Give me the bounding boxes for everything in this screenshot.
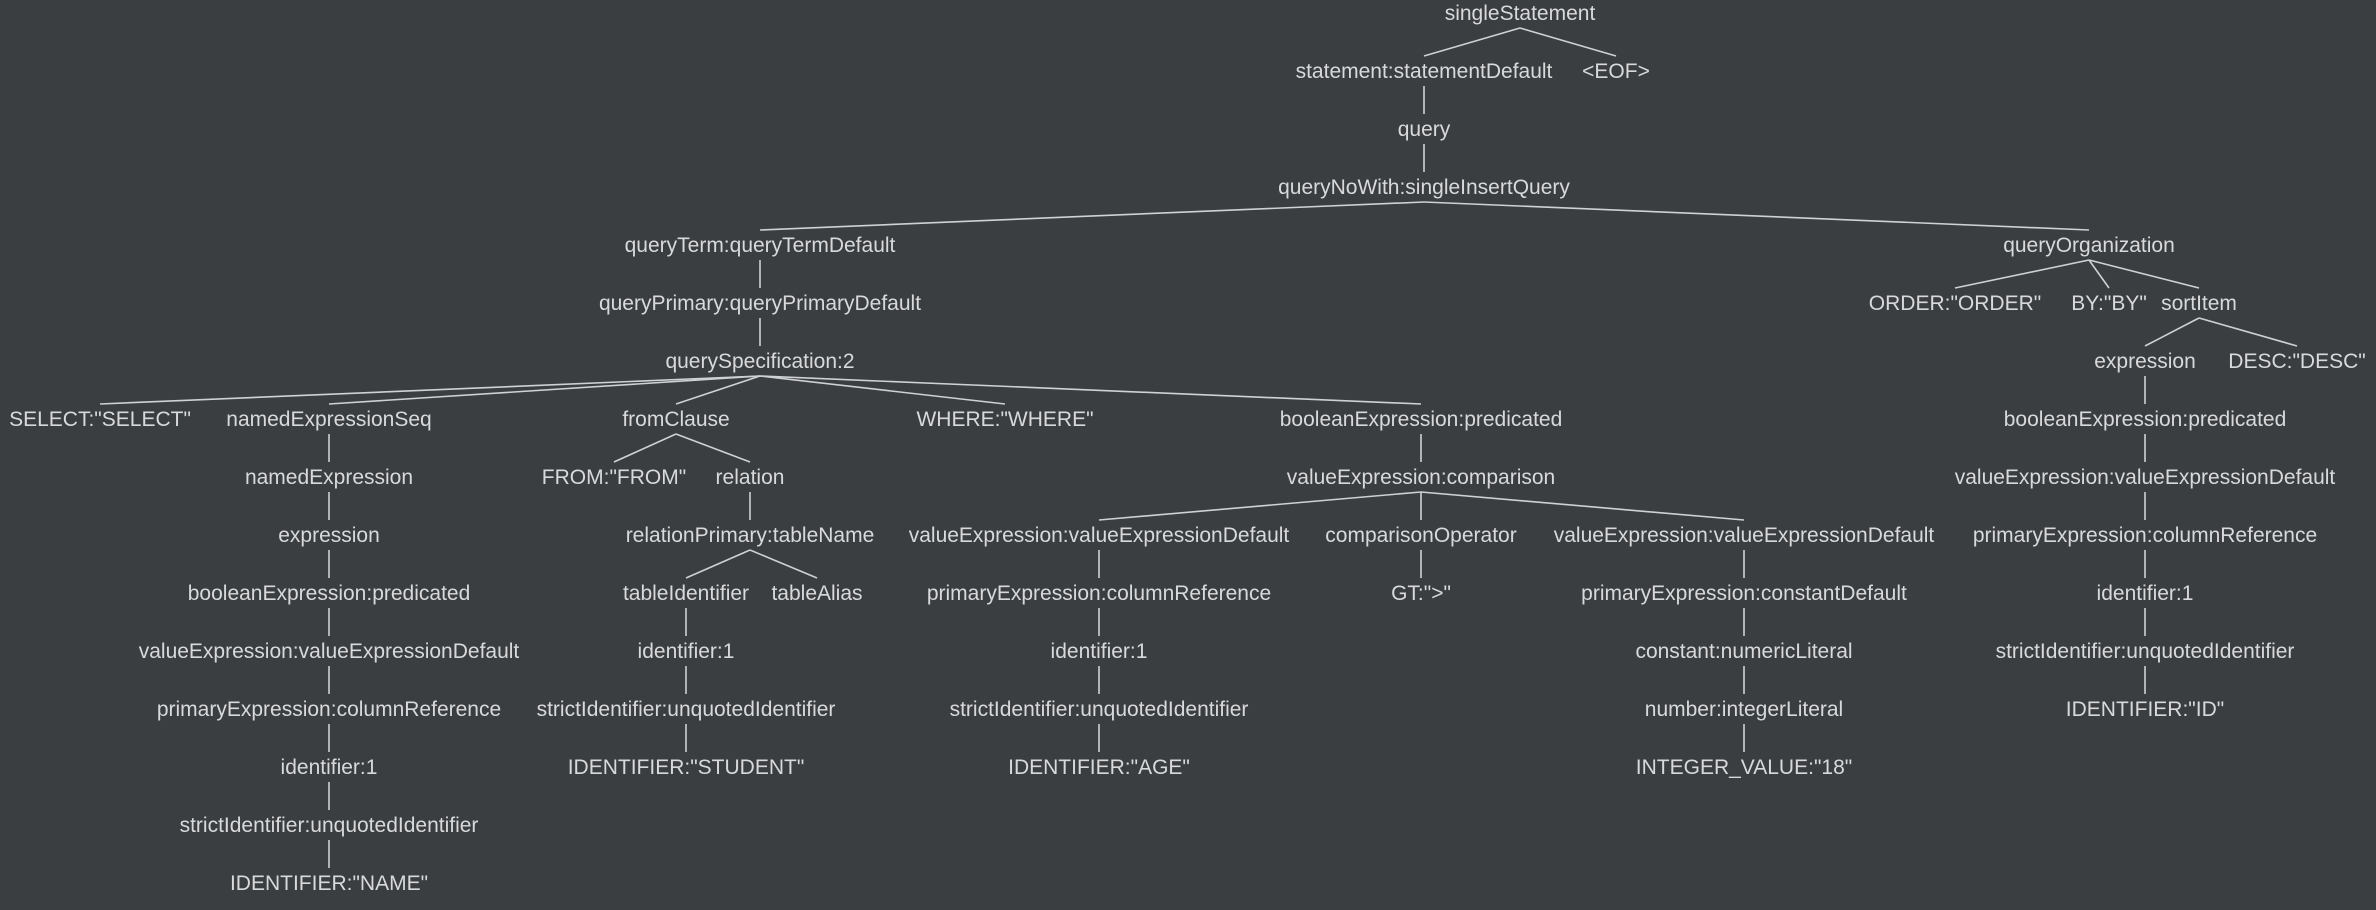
tree-node-namedexpression: namedExpression xyxy=(245,466,413,489)
tree-node-number-integerliteral: number:integerLiteral xyxy=(1645,698,1843,721)
tree-edge xyxy=(759,375,1422,405)
tree-node-strictidentifier-unquotedidentifier: strictIdentifier:unquotedIdentifier xyxy=(180,814,479,837)
tree-node-querynowith-singleinsertquery: queryNoWith:singleInsertQuery xyxy=(1278,176,1570,199)
tree-node-where-where: WHERE:"WHERE" xyxy=(916,408,1093,431)
tree-node-constant-numericliteral: constant:numericLiteral xyxy=(1635,640,1852,663)
tree-edges xyxy=(99,27,2298,868)
tree-node-primaryexpression-columnreference: primaryExpression:columnReference xyxy=(157,698,501,721)
tree-node-expression: expression xyxy=(2094,350,2196,373)
tree-node-relation: relation xyxy=(716,466,785,489)
tree-node-booleanexpression-predicated: booleanExpression:predicated xyxy=(188,582,471,605)
tree-node-identifier-1: identifier:1 xyxy=(638,640,735,663)
tree-nodes: singleStatement statement:statementDefaul… xyxy=(9,2,2366,895)
tree-node-queryorganization: queryOrganization xyxy=(2003,234,2175,257)
tree-edge xyxy=(2088,259,2200,289)
tree-node-valueexpression-valueexpressiondefault: valueExpression:valueExpressionDefault xyxy=(1554,524,1935,547)
tree-edge xyxy=(1423,27,1521,57)
tree-node-primaryexpression-constantdefault: primaryExpression:constantDefault xyxy=(1581,582,1907,605)
tree-node-order-order: ORDER:"ORDER" xyxy=(1869,292,2041,315)
tree-edge xyxy=(1098,491,1422,521)
tree-node-singlestatement: singleStatement xyxy=(1445,2,1596,25)
tree-edge xyxy=(685,549,751,579)
tree-node-statement-statementdefault: statement:statementDefault xyxy=(1296,60,1553,83)
tree-node-valueexpression-comparison: valueExpression:comparison xyxy=(1287,466,1555,489)
tree-node-eof: <EOF> xyxy=(1582,60,1650,83)
tree-node-valueexpression-valueexpressiondefault: valueExpression:valueExpressionDefault xyxy=(909,524,1290,547)
tree-edge xyxy=(613,433,677,463)
tree-node-booleanexpression-predicated: booleanExpression:predicated xyxy=(2004,408,2287,431)
tree-node-identifier-id: IDENTIFIER:"ID" xyxy=(2066,698,2224,721)
tree-node-identifier-1: identifier:1 xyxy=(2097,582,2194,605)
tree-node-strictidentifier-unquotedidentifier: strictIdentifier:unquotedIdentifier xyxy=(1996,640,2295,663)
tree-edge xyxy=(1519,27,1617,57)
tree-node-queryterm-querytermdefault: queryTerm:queryTermDefault xyxy=(625,234,896,257)
tree-node-fromclause: fromClause xyxy=(622,408,729,431)
tree-node-identifier-student: IDENTIFIER:"STUDENT" xyxy=(568,756,805,779)
tree-node-tablealias: tableAlias xyxy=(771,582,862,605)
tree-node-strictidentifier-unquotedidentifier: strictIdentifier:unquotedIdentifier xyxy=(950,698,1249,721)
tree-edge xyxy=(759,201,1425,231)
tree-edge xyxy=(1954,259,2090,289)
tree-edge xyxy=(2144,317,2200,347)
tree-node-primaryexpression-columnreference: primaryExpression:columnReference xyxy=(1973,524,2317,547)
tree-node-query: query xyxy=(1398,118,1451,141)
tree-edge xyxy=(2198,317,2298,347)
tree-node-identifier-1: identifier:1 xyxy=(1051,640,1148,663)
tree-edge xyxy=(328,375,761,405)
tree-edge xyxy=(749,549,818,579)
tree-node-relationprimary-tablename: relationPrimary:tableName xyxy=(626,524,875,547)
tree-edge xyxy=(99,375,761,405)
tree-node-identifier-age: IDENTIFIER:"AGE" xyxy=(1008,756,1190,779)
tree-edge xyxy=(2088,259,2110,289)
tree-node-expression: expression xyxy=(278,524,380,547)
tree-edge xyxy=(1420,491,1745,521)
tree-node-queryspecification-2: querySpecification:2 xyxy=(665,350,854,373)
tree-node-tableidentifier: tableIdentifier xyxy=(623,582,749,605)
tree-node-strictidentifier-unquotedidentifier: strictIdentifier:unquotedIdentifier xyxy=(537,698,836,721)
tree-node-integer-value-18: INTEGER_VALUE:"18" xyxy=(1636,756,1852,779)
tree-node-from-from: FROM:"FROM" xyxy=(542,466,686,489)
tree-node-comparisonoperator: comparisonOperator xyxy=(1325,524,1516,547)
tree-edge xyxy=(759,375,1006,405)
tree-node-desc-desc: DESC:"DESC" xyxy=(2228,350,2365,373)
tree-node-sortitem: sortItem xyxy=(2161,292,2237,315)
tree-node-valueexpression-valueexpressiondefault: valueExpression:valueExpressionDefault xyxy=(1955,466,2336,489)
tree-node-identifier-name: IDENTIFIER:"NAME" xyxy=(230,872,428,895)
tree-node-by-by: BY:"BY" xyxy=(2071,292,2147,315)
tree-node-select-select: SELECT:"SELECT" xyxy=(9,408,191,431)
tree-node-valueexpression-valueexpressiondefault: valueExpression:valueExpressionDefault xyxy=(139,640,520,663)
tree-node-namedexpressionseq: namedExpressionSeq xyxy=(226,408,431,431)
tree-edge xyxy=(1423,201,2090,231)
tree-edge xyxy=(675,433,751,463)
tree-node-booleanexpression-predicated: booleanExpression:predicated xyxy=(1280,408,1563,431)
tree-node-queryprimary-queryprimarydefault: queryPrimary:queryPrimaryDefault xyxy=(599,292,921,315)
tree-node-primaryexpression-columnreference: primaryExpression:columnReference xyxy=(927,582,1271,605)
tree-edge xyxy=(675,375,761,405)
tree-node-identifier-1: identifier:1 xyxy=(281,756,378,779)
tree-node-gt: GT:">" xyxy=(1391,582,1451,605)
